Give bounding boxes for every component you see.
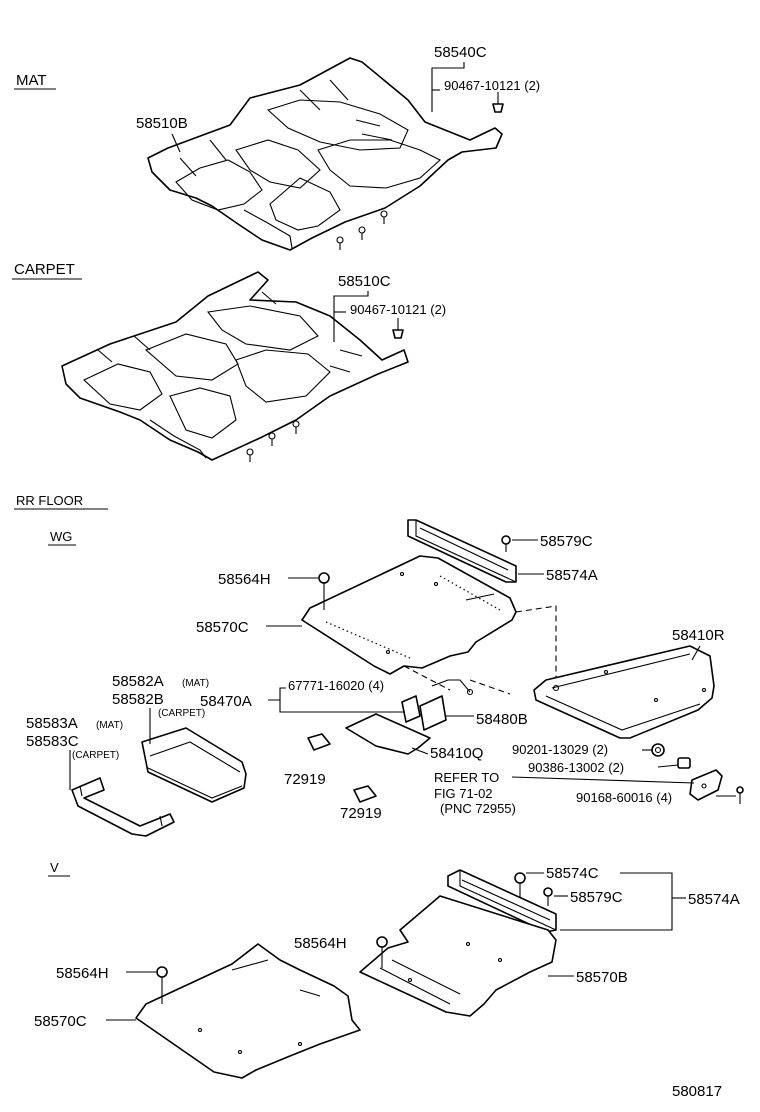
section-title-v: V xyxy=(50,860,59,875)
leader-refer xyxy=(511,776,695,784)
clip-90467-mat xyxy=(492,92,504,113)
part-label-90201: 90201-13029 (2) xyxy=(512,742,608,757)
part-label-58570b-v: 58570B xyxy=(576,969,628,986)
part-label-58582b: 58582B xyxy=(112,691,164,708)
clip-58564h-v-left xyxy=(156,966,168,1004)
part-label-58510b: 58510B xyxy=(136,115,188,132)
part-label-58540c: 58540C xyxy=(434,44,487,61)
leader-90386 xyxy=(657,764,679,768)
dashed-guide-wg-upper xyxy=(515,605,557,688)
leader-58510b xyxy=(171,133,181,153)
floor-mat-58540c-drawing xyxy=(147,57,503,251)
clip-58564h-wg xyxy=(318,572,330,610)
lid-58410r xyxy=(533,645,715,739)
leader-58470a xyxy=(268,687,404,713)
part-label-58570c-v: 58570C xyxy=(34,1013,87,1030)
leader-58510c xyxy=(333,291,369,342)
leader-58574a-bracket-v xyxy=(560,872,673,931)
part-label-58470a: 58470A xyxy=(200,693,252,710)
carpet-58510c-drawing xyxy=(61,271,409,462)
part-label-58564h-wg: 58564H xyxy=(218,571,271,588)
section-title-rr-floor: RR FLOOR xyxy=(16,493,83,508)
part-label-58574a-wg: 58574A xyxy=(546,567,598,584)
cushion-90386 xyxy=(677,757,691,769)
screw-90168 xyxy=(736,786,744,804)
floor-panel-58570c-wg xyxy=(301,555,517,675)
part-label-58564h-v-right: 58564H xyxy=(294,935,347,952)
section-title-carpet: CARPET xyxy=(14,261,75,278)
part-label-58583c: 58583C xyxy=(26,733,79,750)
frame-58583 xyxy=(71,777,175,837)
scuff-plate-58574a-v xyxy=(447,869,557,933)
pad-72919-a xyxy=(307,733,331,751)
part-label-58574a-v: 58574A xyxy=(688,891,740,908)
part-label-58583c-note: (CARPET) xyxy=(72,750,119,761)
clip-90467-carpet xyxy=(392,318,404,339)
scuff-plate-58574a-wg xyxy=(407,519,517,583)
refer-note-line-2: FIG 71-02 xyxy=(434,786,493,801)
part-label-58510c: 58510C xyxy=(338,273,391,290)
bumper-90201 xyxy=(651,743,665,757)
leader-58410q xyxy=(411,747,429,755)
part-label-58582a: 58582A xyxy=(112,673,164,690)
hinge-bracket xyxy=(689,769,723,801)
screw-58579c-v xyxy=(543,887,553,906)
floor-panel-58570c-v xyxy=(135,943,361,1079)
pad-72919-b xyxy=(353,785,377,803)
part-label-67771: 67771-16020 (4) xyxy=(288,678,384,693)
dashed-guide-wg-lower xyxy=(403,665,511,695)
part-label-58583a: 58583A xyxy=(26,715,78,732)
screw-58579c-wg xyxy=(501,535,511,552)
leader-58410r xyxy=(691,645,701,661)
part-label-72919-b: 72919 xyxy=(340,805,382,822)
part-label-58579c-wg: 58579C xyxy=(540,533,593,550)
part-label-58570c-wg: 58570C xyxy=(196,619,249,636)
clip-58574c-v xyxy=(514,872,526,898)
part-label-90386: 90386-13002 (2) xyxy=(528,760,624,775)
bracket-58480b xyxy=(401,679,474,731)
part-label-72919-a: 72919 xyxy=(284,771,326,788)
figure-number: 580817 xyxy=(672,1083,722,1100)
refer-note-line-1: REFER TO xyxy=(434,770,499,785)
section-title-mat: MAT xyxy=(16,72,47,89)
part-label-58582a-note: (MAT) xyxy=(182,678,209,689)
part-label-58564h-v-left: 58564H xyxy=(56,965,109,982)
part-label-58579c-v: 58579C xyxy=(570,889,623,906)
mat-58410q xyxy=(345,713,431,755)
part-label-90467-carpet: 90467-10121 (2) xyxy=(350,302,446,317)
part-label-58410q: 58410Q xyxy=(430,745,483,762)
part-label-90467-mat: 90467-10121 (2) xyxy=(444,78,540,93)
floor-panel-58570b-v xyxy=(359,895,557,1017)
part-label-58582b-note: (CARPET) xyxy=(158,708,205,719)
part-label-58574c-v: 58574C xyxy=(546,865,599,882)
part-label-58583a-note: (MAT) xyxy=(96,720,123,731)
tray-58582 xyxy=(141,727,247,803)
clip-58564h-v-right xyxy=(376,936,388,968)
refer-note-line-3: (PNC 72955) xyxy=(440,801,516,816)
part-label-58410r: 58410R xyxy=(672,627,725,644)
part-label-90168: 90168-60016 (4) xyxy=(576,790,672,805)
part-label-58480b: 58480B xyxy=(476,711,528,728)
section-title-wg: WG xyxy=(50,529,72,544)
